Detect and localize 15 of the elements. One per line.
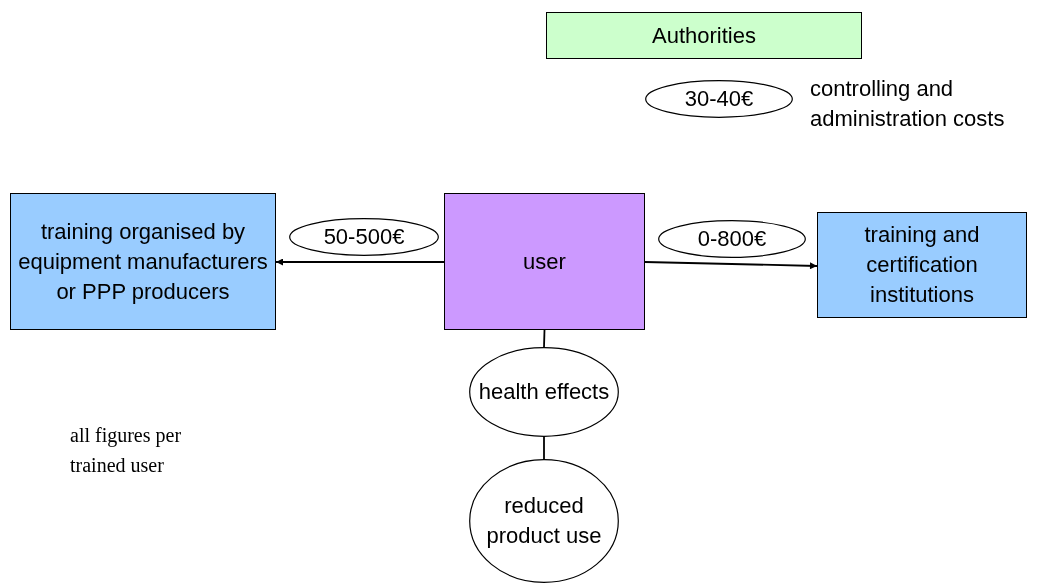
arrow — [644, 261, 818, 270]
process-box: training and certification institutions — [817, 212, 1027, 318]
process-box: training organised by equipment manufacturers or PPP producers — [10, 193, 276, 330]
effect-ellipse: reduced product use — [469, 459, 619, 583]
connector-line — [543, 436, 545, 460]
user-box: user — [444, 193, 645, 330]
note-text: all figures per trained user — [70, 423, 183, 478]
cost-note: controlling and administration costs — [810, 75, 1006, 133]
authority-box: Authorities — [546, 12, 862, 59]
cost-ellipse: 0-800€ — [658, 220, 806, 258]
arrow — [275, 258, 445, 266]
cost-ellipse: 50-500€ — [289, 218, 439, 256]
cost-ellipse: 30-40€ — [645, 80, 793, 118]
effect-ellipse: health effects — [469, 347, 619, 437]
connector-line — [543, 329, 546, 348]
